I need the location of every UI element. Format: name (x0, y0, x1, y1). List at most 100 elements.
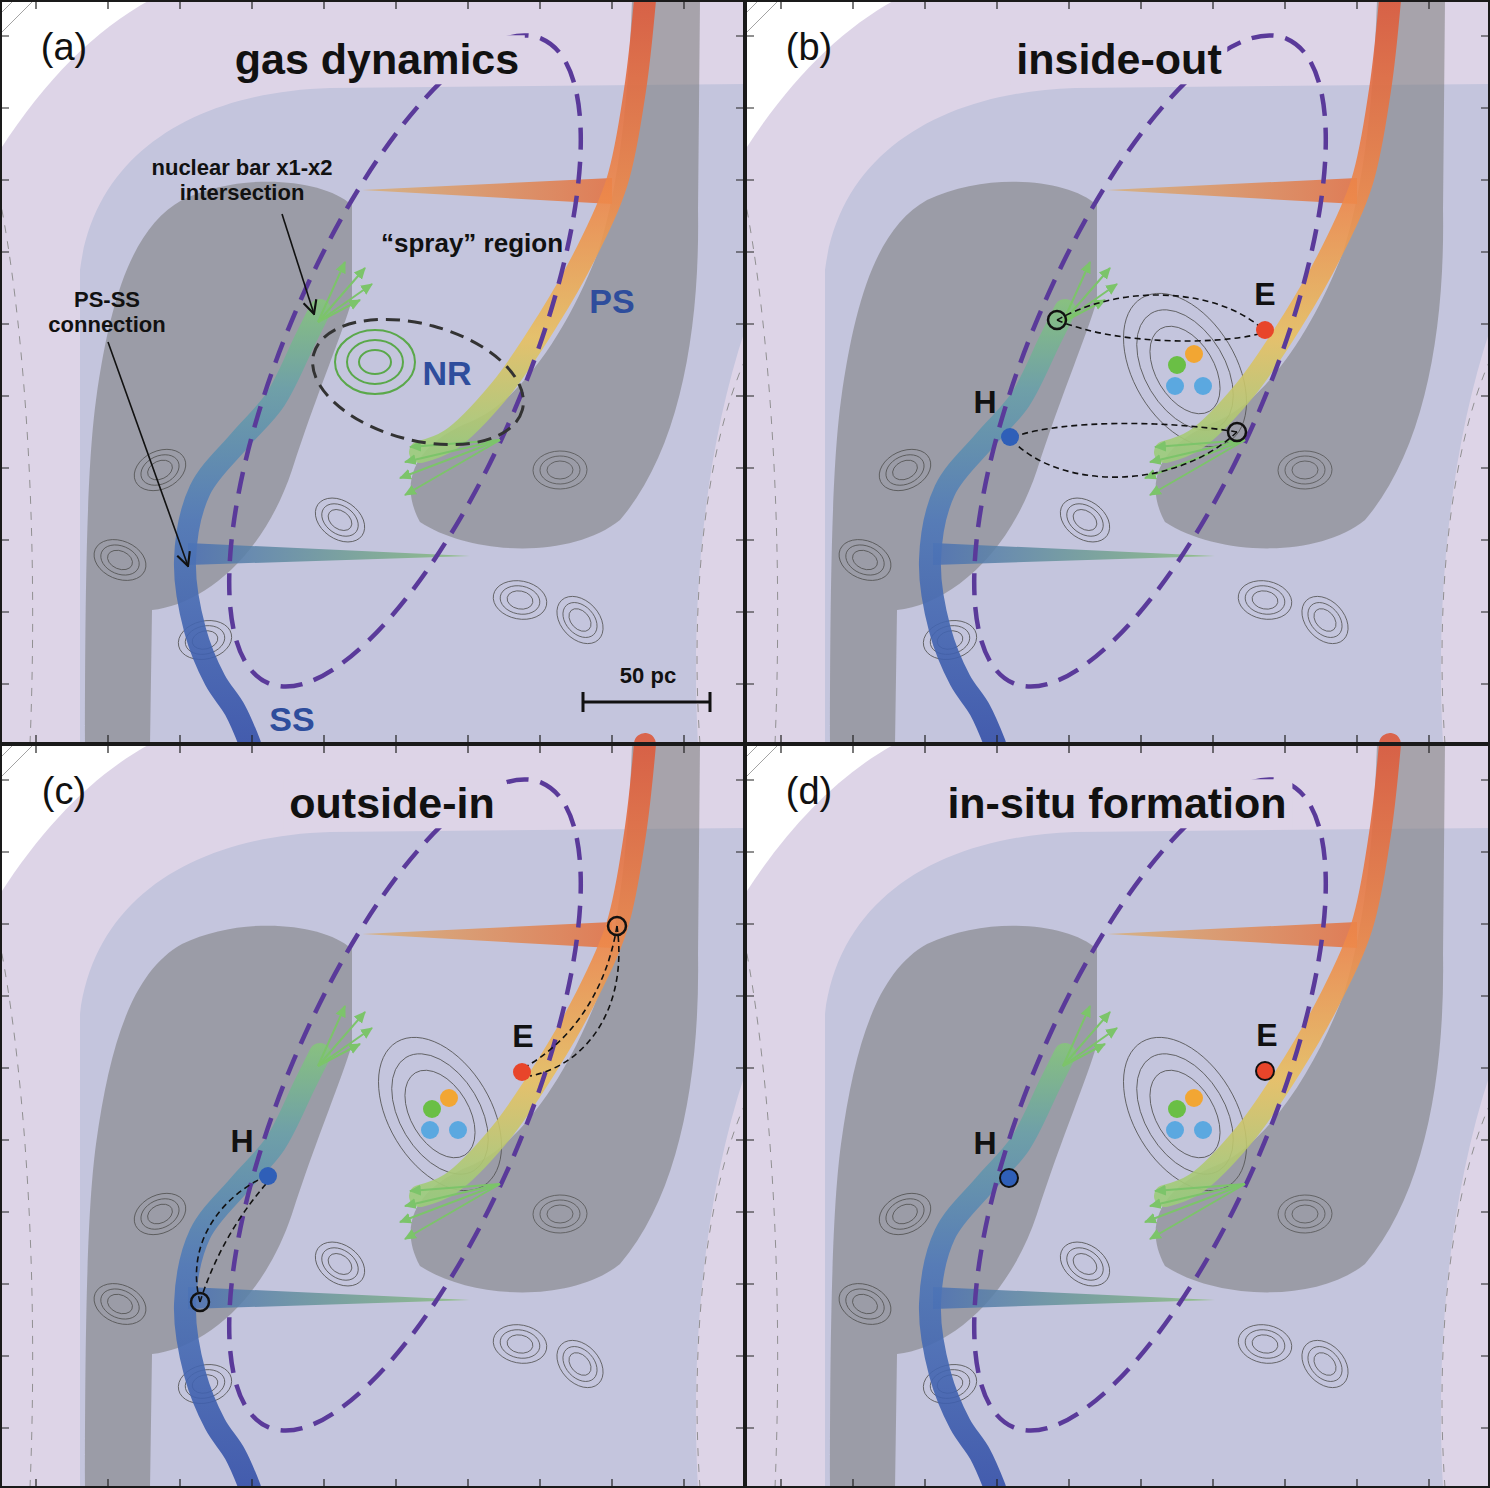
cluster-dot (259, 1167, 277, 1185)
figure-label: SS (269, 700, 314, 739)
cluster-dot (1185, 345, 1203, 363)
orbit-band (830, 926, 1097, 1488)
figure-label: NR (422, 354, 471, 393)
panel-title: in-situ formation (941, 779, 1292, 828)
origin-circle (1048, 311, 1066, 329)
contour-line (1310, 604, 1341, 635)
contour-line (547, 1205, 573, 1223)
secondary-stream (930, 310, 1065, 744)
grid-line (745, 744, 779, 778)
figure-panel: (b)inside-outEH (745, 0, 1490, 744)
contour-line (324, 505, 356, 535)
contour-line (127, 1185, 192, 1242)
spray-arrow (1150, 1184, 1245, 1239)
contour-line (1301, 1340, 1349, 1388)
contour-line (881, 1193, 929, 1235)
outer-region (745, 744, 1490, 1488)
contour-line (872, 441, 937, 498)
contour-line (1243, 582, 1288, 617)
cluster-dot (1194, 377, 1212, 395)
panel-art (745, 0, 1490, 744)
contour-line (841, 539, 889, 580)
figure-panel: (a)gas dynamicsnuclear bar x1-x2 interse… (0, 0, 745, 744)
spray-arrow (405, 1184, 500, 1239)
dashed-ellipse (158, 736, 652, 1474)
contour-line (490, 1320, 550, 1368)
contour-line (1293, 587, 1358, 652)
grid-line (0, 0, 34, 34)
panel-letter: (b) (780, 26, 838, 70)
secondary-stream (185, 1054, 320, 1488)
cluster-dot (1256, 321, 1274, 339)
grid-line (1442, 360, 1490, 744)
contour-line (850, 1291, 881, 1318)
trajectory-dashed (530, 926, 619, 1076)
trajectory-dashed (1016, 432, 1237, 477)
orbit-band (830, 182, 1097, 744)
spray-arrow (1145, 440, 1245, 478)
panel-ground (0, 744, 745, 1488)
contour-line (1251, 589, 1280, 612)
contour-line (1285, 456, 1325, 485)
spray-arrow (400, 440, 500, 478)
spray-arrow (318, 1044, 360, 1066)
figure-label: E (1254, 276, 1275, 313)
contour-line (316, 497, 365, 543)
cluster-dot (440, 1089, 458, 1107)
dashed-ellipse (903, 0, 1397, 730)
panel-ground (745, 0, 1490, 744)
cluster-dot (1256, 1062, 1274, 1080)
spray-arrow (1150, 440, 1245, 495)
contour-line (506, 589, 535, 612)
nr-contour (359, 350, 391, 374)
contour-line (136, 449, 184, 491)
contour-line (850, 547, 881, 574)
figure-label: nuclear bar x1-x2 intersection (142, 155, 342, 206)
contour-line (136, 1193, 184, 1235)
contour-line (1235, 1320, 1295, 1368)
contour-line (1278, 1195, 1333, 1234)
spray-arrow (318, 1028, 372, 1066)
panel-letter: (d) (780, 770, 838, 814)
figure-label: PS (589, 282, 634, 321)
figure-label: PS-SS connection (37, 287, 177, 338)
figure-panel: (c)outside-inEH (0, 744, 745, 1488)
axis-ticks (745, 744, 1490, 1488)
grid-line (0, 744, 34, 778)
figure-label: H (973, 1125, 996, 1162)
contour-line (372, 1037, 509, 1191)
grid-line (745, 944, 778, 1488)
grid-line (1442, 1104, 1490, 1488)
contour-line (556, 596, 604, 644)
panel-letter: (c) (36, 770, 92, 814)
figure-panel: (d)in-situ formationEH (745, 744, 1490, 1488)
grid-line (0, 744, 14, 758)
cluster-dot (449, 1121, 467, 1139)
grid-line (745, 744, 759, 758)
cluster-dot (421, 1121, 439, 1139)
cluster-dot (1168, 1100, 1186, 1118)
contour-line (88, 532, 153, 588)
panel-title: gas dynamics (229, 35, 525, 84)
leader-arrow (108, 342, 188, 566)
grid-line (0, 200, 33, 744)
contour-line (506, 1333, 535, 1356)
panel-art (0, 0, 745, 744)
contour-line (548, 1331, 613, 1396)
contour-line (1285, 1200, 1325, 1229)
axis-ticks (0, 744, 745, 1488)
contour-line (498, 1326, 543, 1361)
spray-arrow (1063, 1044, 1105, 1066)
grid-line (697, 1104, 745, 1488)
contour-line (1278, 451, 1333, 490)
contour-line (881, 449, 929, 491)
contour-line (556, 1340, 604, 1388)
contour-line (88, 1276, 153, 1332)
grid-line (0, 0, 14, 14)
panel-art (0, 736, 745, 1488)
outer-region (0, 744, 745, 1488)
cluster-dot (1001, 428, 1019, 446)
cluster-dot (423, 1100, 441, 1118)
contour-line (833, 1276, 898, 1332)
scale-bar (583, 692, 710, 712)
